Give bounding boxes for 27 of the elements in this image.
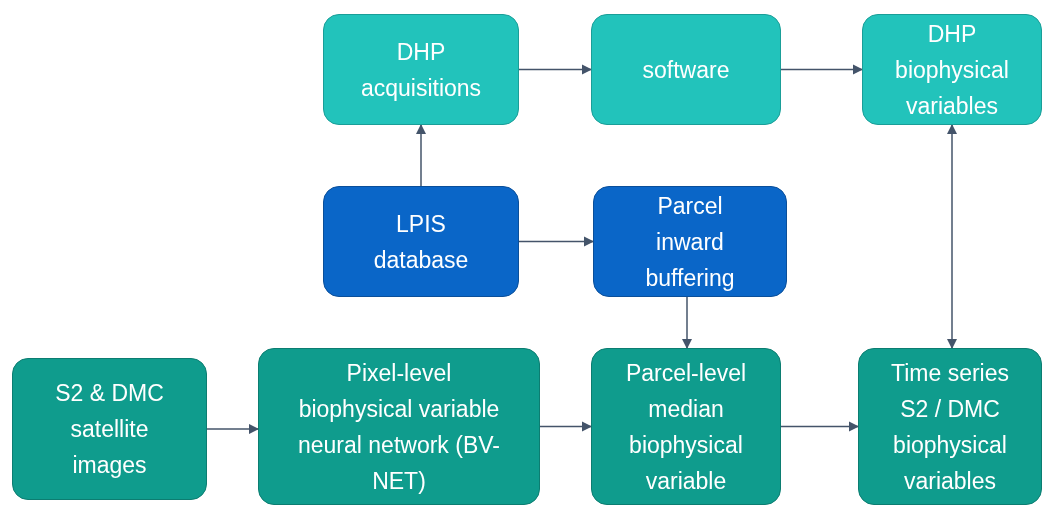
arrow — [518, 236, 595, 247]
box-label: DHP biophysical variables — [894, 19, 1010, 121]
arrow — [518, 64, 593, 75]
arrow — [780, 421, 860, 432]
box-label: S2 & DMC satellite images — [54, 379, 165, 480]
arrow — [946, 123, 958, 350]
process-box — [591, 14, 781, 125]
box-label: DHP acquisitions — [359, 37, 483, 103]
process-box — [258, 348, 540, 505]
process-box — [862, 14, 1042, 125]
box-label: Parcel-level median biophysical variable — [624, 358, 748, 496]
arrow — [415, 123, 427, 187]
box-label: Time series S2 / DMC biophysical variables — [890, 358, 1010, 496]
arrow — [539, 421, 593, 432]
process-box — [593, 186, 787, 297]
process-box — [12, 358, 207, 500]
arrow — [780, 64, 864, 75]
process-box — [323, 186, 519, 297]
arrow — [681, 296, 693, 350]
box-label: software — [642, 55, 730, 85]
process-box — [858, 348, 1042, 505]
box-label: Pixel-level biophysical variable neural network (BV-NET) — [297, 358, 501, 496]
process-box — [591, 348, 781, 505]
box-label: Parcel inward buffering — [644, 191, 736, 293]
arrow — [206, 423, 260, 435]
box-label: LPIS database — [372, 209, 470, 275]
process-box — [323, 14, 519, 125]
